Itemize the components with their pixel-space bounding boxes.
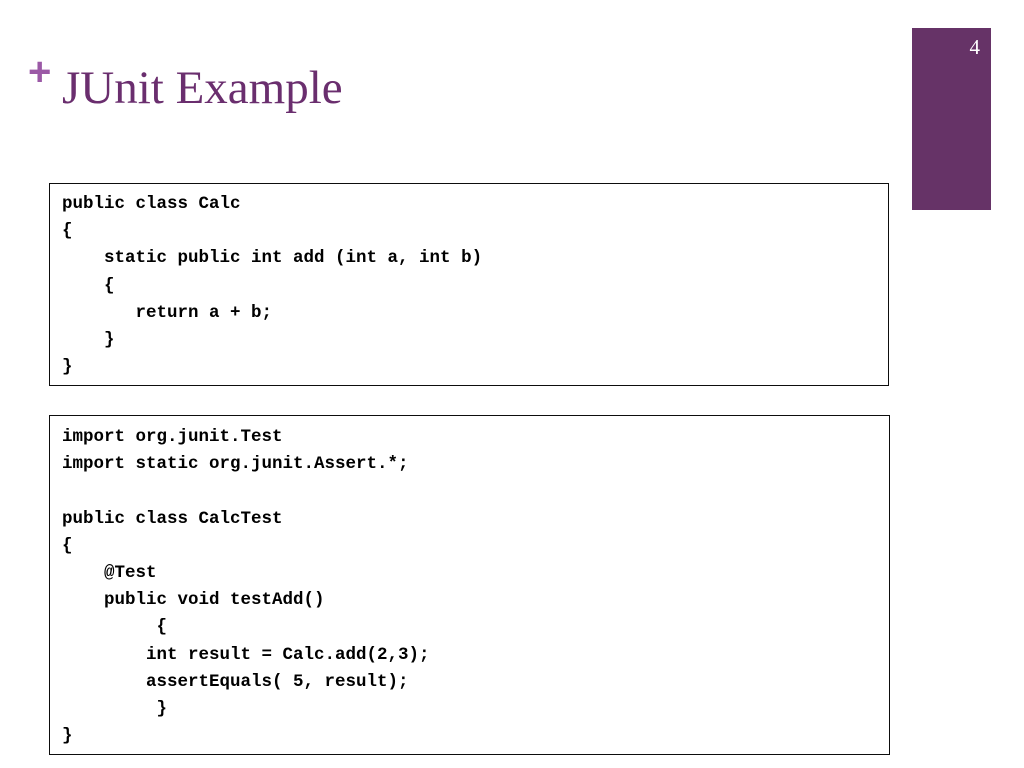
code-block-calc-class: public class Calc { static public int ad…	[49, 183, 889, 386]
plus-icon: +	[28, 50, 52, 94]
page-title: JUnit Example	[62, 62, 343, 114]
code-content-calctest-class: import org.junit.Test import static org.…	[62, 427, 430, 747]
slide-number: 4	[969, 35, 981, 59]
slide-title-area: + JUnit Example	[28, 36, 768, 126]
slide-number-block: 4	[912, 28, 991, 210]
code-content-calc-class: public class Calc { static public int ad…	[62, 194, 483, 378]
code-block-calctest-class: import org.junit.Test import static org.…	[49, 415, 890, 755]
